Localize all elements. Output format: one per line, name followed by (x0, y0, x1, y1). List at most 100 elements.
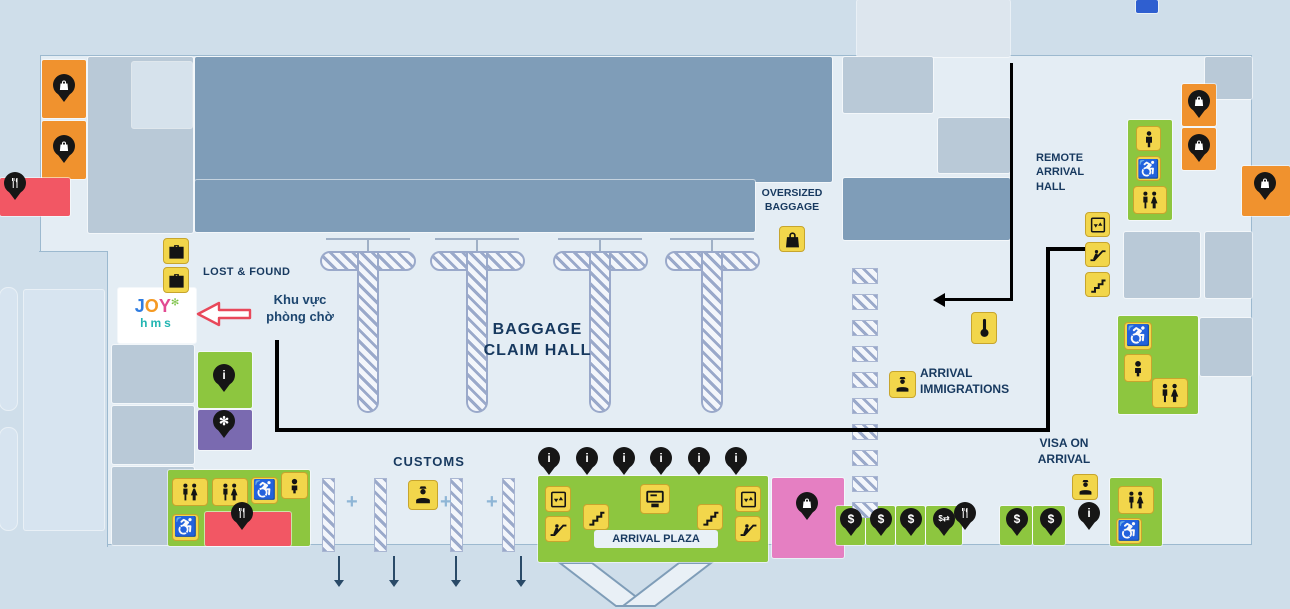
oversized-line2: BAGGAGE (764, 200, 820, 213)
carousel-feed-line (599, 238, 601, 253)
briefcase-icon (167, 242, 186, 261)
carousel-feed-line (367, 238, 369, 253)
elevator-icon (739, 490, 758, 509)
visa-on-arrival-label: VISA ON ARRIVAL (1022, 436, 1106, 467)
arrival-immigrations-label: ARRIVAL IMMIGRATIONS (920, 366, 1045, 397)
bag-icon (801, 497, 813, 509)
officer-icon (412, 484, 434, 506)
plaza-elevator-tile-1 (545, 486, 571, 512)
flower-icon: ✻ (218, 414, 230, 428)
exit-arrow-icon (389, 556, 399, 587)
exit-arrow-icon (516, 556, 526, 587)
immigration-booth (852, 398, 878, 414)
customs-text: CUSTOMS (393, 454, 465, 469)
exchange-icon: $⇄ (938, 514, 950, 523)
customs-gate (322, 478, 335, 552)
road-left-1 (0, 288, 17, 410)
remote-elevator-tile (1085, 212, 1110, 237)
shop-pin-left-1 (53, 74, 75, 96)
elevator-icon (549, 490, 568, 509)
bag-icon (783, 230, 802, 249)
remote-assist-tile (1136, 126, 1161, 151)
stairs-icon (587, 508, 606, 527)
baggage-claim-line2: CLAIM HALL (483, 341, 592, 359)
right-wheelchair-tile: ♿ (1124, 322, 1152, 350)
utensils-icon (236, 507, 248, 519)
plaza-elevator-tile-2 (735, 486, 761, 512)
gray-top-mid-2 (938, 118, 1010, 173)
baby-icon (1128, 358, 1148, 378)
gray-right-mid-2 (1205, 232, 1252, 298)
scanner-icon: + (346, 491, 358, 513)
logo-letter-j: J (134, 296, 145, 316)
escalator-icon (1089, 246, 1107, 264)
info-icon: i (622, 451, 626, 465)
bag-icon (58, 79, 70, 91)
plaza-stairs-tile-2 (697, 504, 723, 530)
gray-top-left-inner (132, 62, 192, 128)
lounge-logo-block (118, 288, 196, 343)
info-icon: i (222, 368, 226, 382)
remote-stairs-tile (1085, 272, 1110, 297)
waiting-note-line1: Khu vực (273, 292, 327, 307)
carousel-feed-line (476, 238, 478, 253)
upper-concourse (195, 57, 832, 182)
immigration-officer-tile (889, 371, 916, 398)
direction-arrowhead-icon (926, 292, 945, 307)
atm-icon (644, 488, 666, 510)
bag-icon (58, 140, 70, 152)
gray-left-1 (112, 345, 194, 403)
shop-pin-right-1 (1188, 90, 1210, 112)
plaza-escalator-tile-2 (735, 516, 761, 542)
immigration-booth (852, 268, 878, 284)
customs-gate (450, 478, 463, 552)
plaza-stairs-tile-1 (583, 504, 609, 530)
baggage-claim-line1: BAGGAGE (492, 321, 583, 338)
right-baby-tile (1124, 354, 1152, 382)
top-blue-square (1136, 0, 1158, 13)
gray-right-mid-3 (1200, 318, 1252, 376)
immigration-line2: IMMIGRATIONS (920, 381, 1010, 396)
baggage-carousel-belt (701, 253, 723, 413)
shop-pin-pink (796, 492, 818, 514)
walking-route (275, 340, 279, 432)
stairs-icon (1089, 276, 1107, 294)
walking-route (1046, 247, 1096, 251)
shop-pin-far-right (1254, 172, 1276, 194)
baggage-carousel-belt (466, 253, 488, 413)
bottom-right-toilet-tile (1118, 486, 1154, 514)
customs-label: CUSTOMS (384, 454, 474, 471)
scanner-icon: + (486, 491, 498, 513)
lounge-logo: JOY✻ hms (120, 297, 194, 329)
info-pin-plaza-4: i (650, 447, 672, 469)
remote-arrival-hall-label: REMOTE ARRIVAL HALL (1036, 151, 1126, 194)
waiting-area-note: Khu vực phòng chờ (248, 292, 352, 326)
currency-pin-3: $ (900, 508, 922, 530)
logo-letter-o: O (144, 296, 159, 316)
exit-arrow-icon (334, 556, 344, 587)
man-woman-icon (1159, 382, 1181, 404)
baggage-carousel-belt (357, 253, 379, 413)
left-toilet-tile-2 (212, 478, 248, 506)
wheelchair-icon: ♿ (173, 517, 198, 538)
info-icon: i (734, 451, 738, 465)
baggage-carousel-belt (589, 253, 611, 413)
immigration-booth (852, 424, 878, 440)
remote-line1: REMOTE (1036, 152, 1084, 164)
remote-line2: ARRIVAL (1036, 166, 1085, 179)
waiting-note-line2: phòng chờ (266, 308, 334, 324)
lost-found-text: LOST & FOUND (203, 266, 291, 278)
wheelchair-icon: ♿ (1117, 520, 1141, 542)
left-wheelchair-tile-1: ♿ (251, 477, 278, 504)
currency-pin-5: $ (1040, 508, 1062, 530)
oversized-baggage-tile (779, 226, 805, 252)
direction-arrow-line (938, 298, 1012, 301)
customs-gate (374, 478, 387, 552)
shop-pin-left-2 (53, 135, 75, 157)
officer-icon (893, 375, 912, 394)
upper-concourse-lower (195, 180, 755, 232)
restaurant-pin-bottom-left (231, 502, 253, 524)
visa-officer-tile (1072, 474, 1098, 500)
left-toilet-tile-1 (172, 478, 208, 506)
